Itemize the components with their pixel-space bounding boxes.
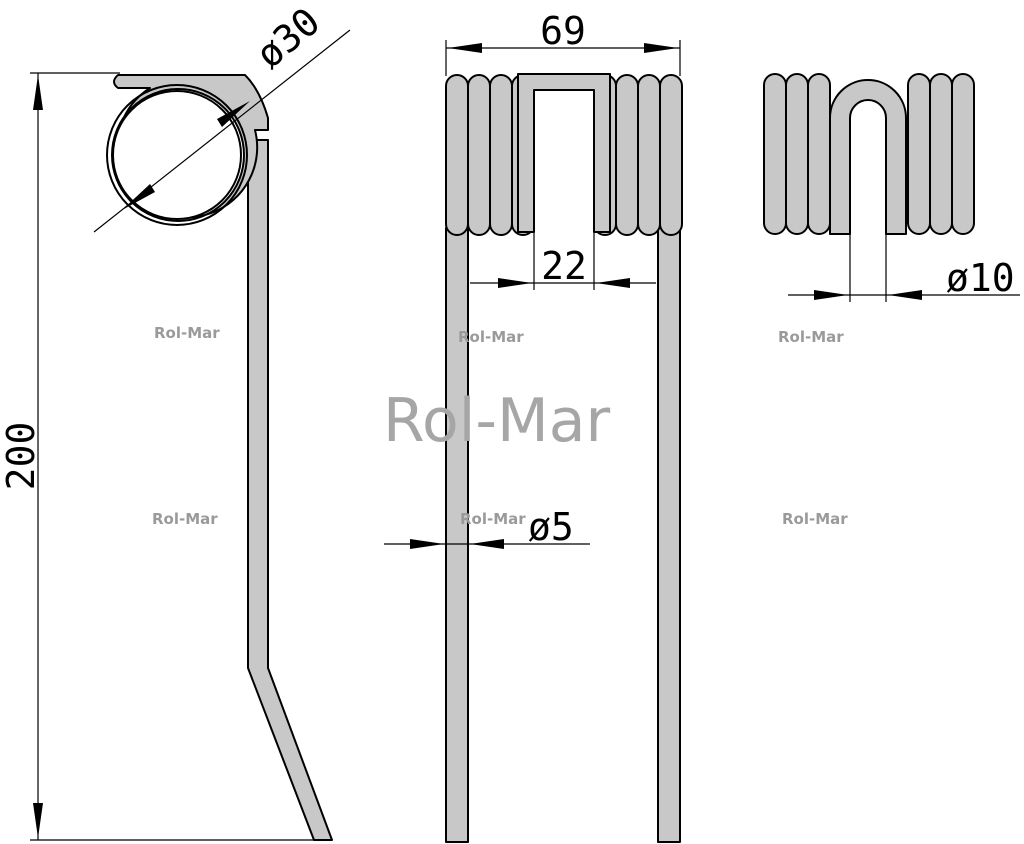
- dimension-inner-gap: 22: [470, 230, 656, 290]
- front-coil: [467, 74, 491, 236]
- front-coil: [659, 74, 683, 236]
- front-view: [445, 73, 683, 843]
- side-view-coil-hole: [112, 90, 242, 220]
- side-view: [106, 74, 333, 841]
- top-view: [763, 73, 975, 235]
- loop-diameter-label: ø10: [946, 256, 1015, 300]
- dimension-height: 200: [0, 72, 330, 841]
- top-coil: [763, 73, 787, 235]
- side-view-tine: [247, 139, 333, 841]
- wire-diameter-label: ø5: [528, 505, 574, 549]
- dimension-loop-diameter: ø10: [788, 232, 1020, 302]
- watermark-text: Rol-Mar: [154, 324, 220, 342]
- side-view-coil-outer: [106, 84, 248, 226]
- top-coil: [907, 73, 931, 235]
- top-coil: [785, 73, 809, 235]
- width-dimension-label: 69: [540, 9, 586, 53]
- coil-diameter-label: ø30: [248, 0, 329, 77]
- watermarks: Rol-Mar Rol-Mar Rol-Mar Rol-Mar Rol-Mar …: [152, 324, 848, 528]
- front-coil: [637, 74, 661, 236]
- top-coil: [929, 73, 953, 235]
- front-coil: [445, 74, 469, 236]
- front-right-leg: [657, 227, 681, 843]
- top-coil: [951, 73, 975, 235]
- front-coil: [615, 74, 639, 236]
- watermark-text: Rol-Mar: [458, 328, 524, 346]
- front-coil: [489, 74, 513, 236]
- inner-gap-label: 22: [541, 244, 587, 288]
- dimension-width: 69: [445, 9, 681, 76]
- dimension-wire-diameter: ø5: [384, 505, 590, 549]
- watermark-text: Rol-Mar: [782, 510, 848, 528]
- watermark-text: Rol-Mar: [778, 328, 844, 346]
- height-dimension-label: 200: [0, 422, 43, 491]
- top-coil: [807, 73, 831, 235]
- front-bridge: [517, 73, 611, 233]
- watermark-text: Rol-Mar: [460, 510, 526, 528]
- top-loop: [829, 79, 907, 235]
- front-left-leg: [445, 227, 469, 843]
- watermark-large: Rol-Mar: [383, 386, 611, 456]
- watermark-text: Rol-Mar: [152, 510, 218, 528]
